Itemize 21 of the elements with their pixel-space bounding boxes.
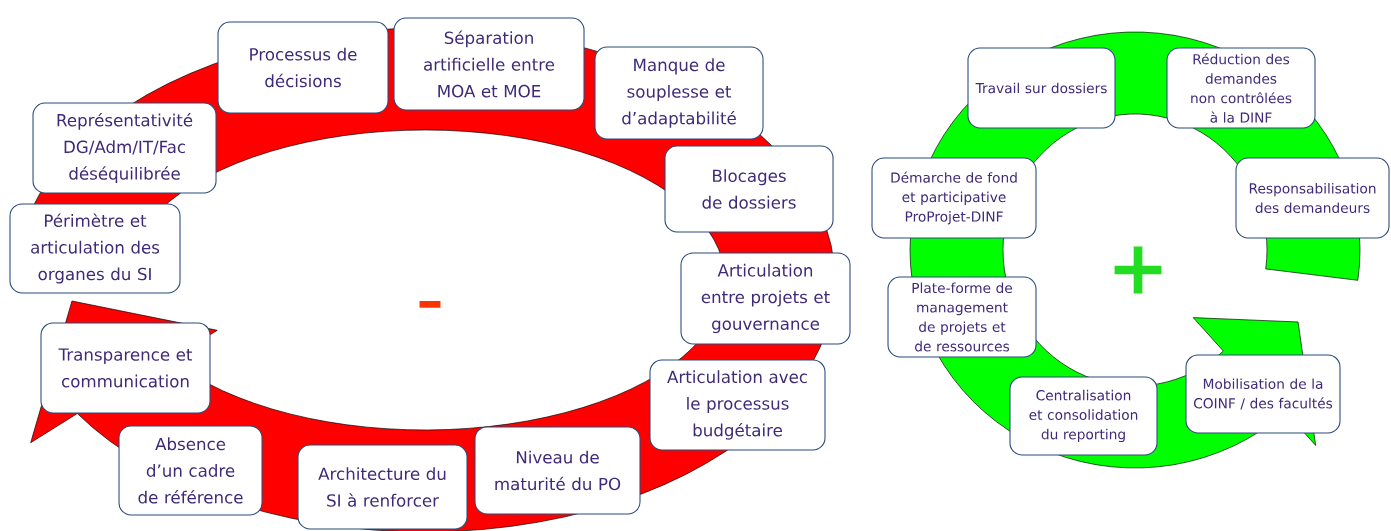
text-box: Mobilisation de la COINF / des facultés bbox=[1185, 354, 1341, 434]
text-box: Responsabilisation des demandeurs bbox=[1235, 157, 1390, 239]
text-box: Réduction des demandes non contrôlées à la DINF bbox=[1166, 47, 1316, 129]
text-box: Centralisation et consolidation du reporting bbox=[1009, 376, 1158, 456]
text-box: Absence d’un cadre de référence bbox=[118, 425, 263, 516]
text-box: Séparation artificielle entre MOA et MOE bbox=[393, 17, 585, 111]
text-box: Articulation avec le processus budgétaire bbox=[649, 359, 826, 451]
text-box: Blocages de dossiers bbox=[664, 145, 834, 233]
text-box: Architecture du SI à renforcer bbox=[297, 444, 468, 530]
text-box: Plate-forme de management de projets et de ressources bbox=[887, 276, 1037, 358]
plus-sign: + bbox=[1114, 246, 1162, 294]
text-box: Représentativité DG/Adm/IT/Fac déséquilibrée bbox=[32, 102, 217, 194]
text-box: Démarche de fond et participative ProProjet-DINF bbox=[871, 157, 1037, 239]
text-box: Niveau de maturité du PO bbox=[474, 426, 641, 515]
text-box: Articulation entre projets et gouvernance bbox=[680, 252, 851, 345]
text-box: Processus de décisions bbox=[217, 21, 389, 114]
text-box: Périmètre et articulation des organes du SI bbox=[9, 203, 181, 294]
text-box: Transparence et communication bbox=[40, 322, 211, 414]
text-box: Manque de souplesse et d’adaptabilité bbox=[594, 46, 764, 140]
minus-sign: – bbox=[419, 301, 441, 308]
text-box: Travail sur dossiers bbox=[967, 47, 1116, 129]
